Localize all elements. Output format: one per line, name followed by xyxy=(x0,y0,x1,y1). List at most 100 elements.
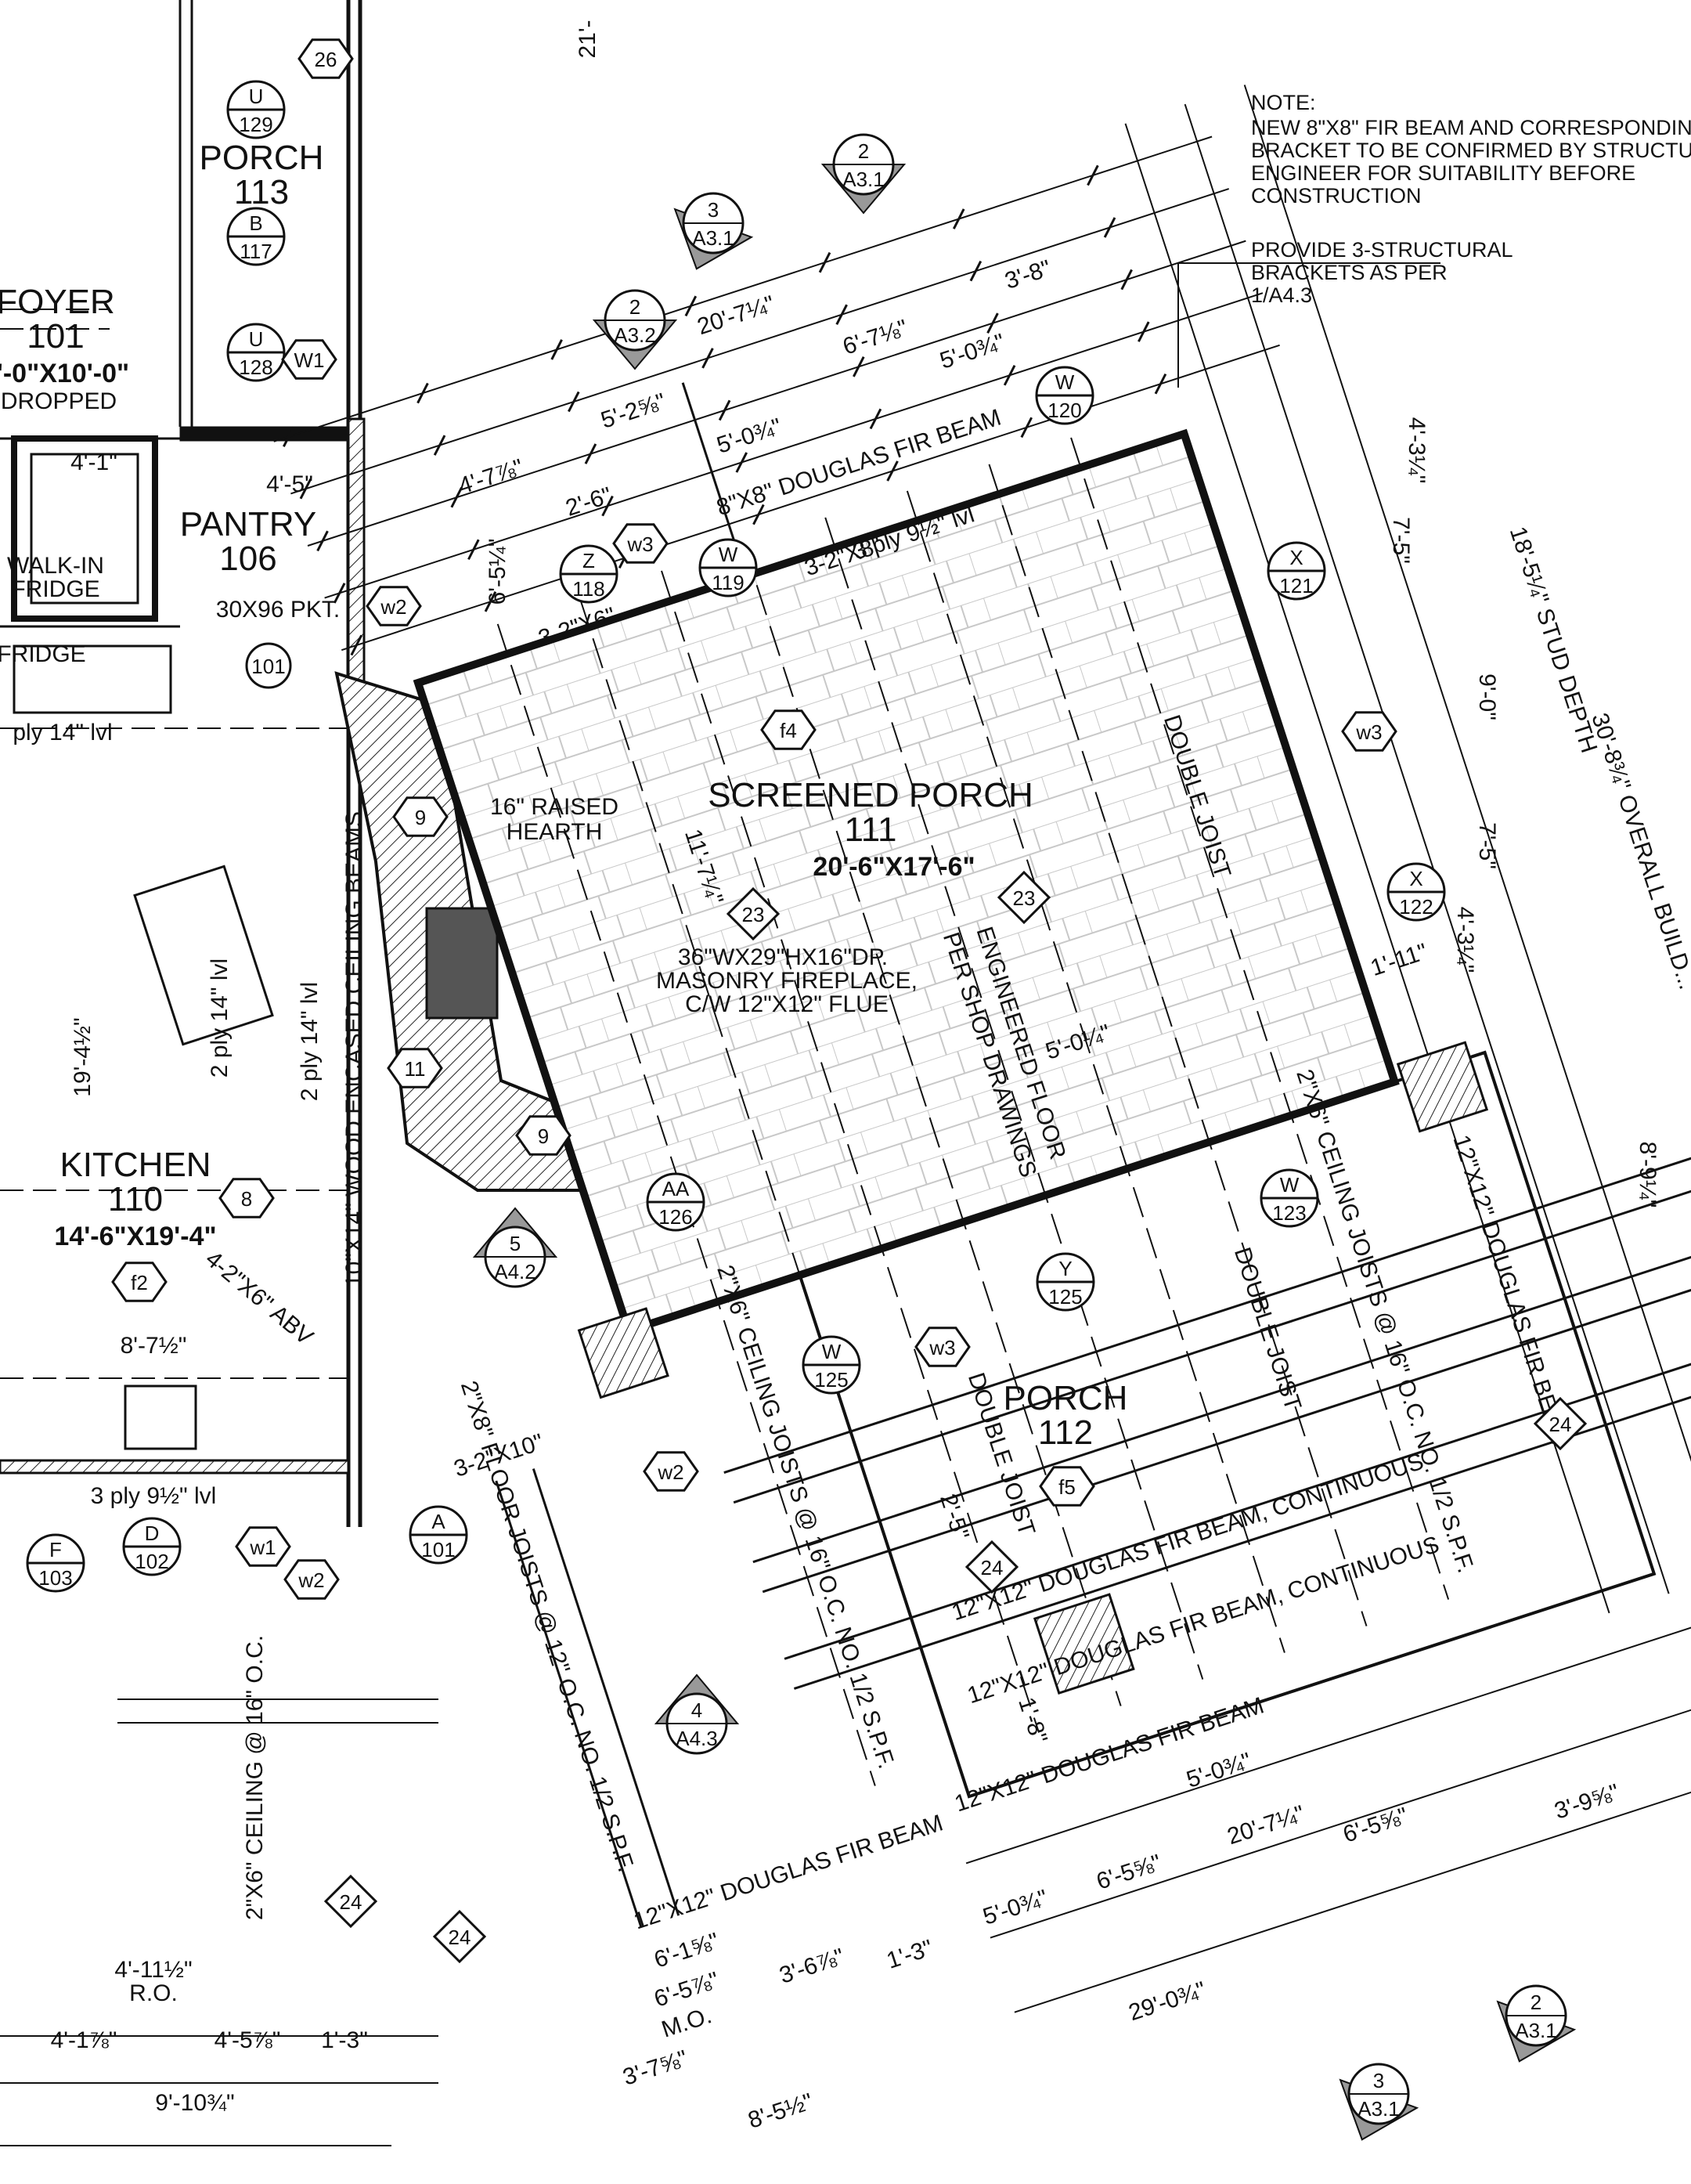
annotation: 16" RAISED xyxy=(490,794,618,820)
dimension-label: 6'-1⅝" xyxy=(651,1928,723,1973)
note-line: NEW 8"X8" FIR BEAM AND CORRESPONDING xyxy=(1251,116,1691,139)
hex-tag-label: 9 xyxy=(415,806,426,829)
hex-tag: w2 xyxy=(283,1559,340,1600)
section-marker-sheet: A3.1 xyxy=(1515,2019,1557,2042)
dimension-label: 8'-5½" xyxy=(745,2088,817,2134)
dimension-label: 20'-7¼" xyxy=(1224,1801,1308,1850)
note-line: ENGINEER FOR SUITABILITY BEFORE xyxy=(1251,161,1635,185)
hex-tag-label: 26 xyxy=(315,48,337,71)
dimension-line xyxy=(0,1698,438,2146)
door-tag-number: 125 xyxy=(1048,1285,1082,1309)
dimension-label: 1'-11" xyxy=(1368,939,1431,981)
dimension-tick xyxy=(735,452,748,473)
door-tag-number: 128 xyxy=(239,356,272,379)
section-marker-number: 4 xyxy=(691,1698,702,1722)
door-tag-letter: X xyxy=(1289,546,1303,569)
dimension-label: 7'-5" xyxy=(1474,822,1500,869)
annotation: 12"X12" DOUGLAS FIR BEAM xyxy=(1448,1132,1573,1448)
dimension-tick xyxy=(969,260,983,282)
dimension-line xyxy=(990,1683,1691,1939)
section-marker-number: 5 xyxy=(510,1232,521,1255)
annotation: 4-2"X6" ABV xyxy=(200,1246,318,1350)
hex-tag-label: w3 xyxy=(928,1336,955,1359)
room-kitchen-size: 14'-6"X19'-4" xyxy=(54,1222,216,1251)
dimension-label: 20'-7¼" xyxy=(694,291,778,341)
joist-line xyxy=(906,490,1285,1653)
section-marker-sheet: A4.2 xyxy=(494,1260,536,1283)
section-marker: 2A3.2 xyxy=(592,289,678,370)
dimension-tick xyxy=(584,443,597,464)
dimension-line xyxy=(1184,103,1670,1594)
dimension-label: 29'-0¾" xyxy=(1126,1977,1210,2027)
dimension-tick xyxy=(316,530,329,552)
room-screened-number: 111 xyxy=(845,810,897,849)
hex-tag-shape xyxy=(760,709,817,750)
dimension-line xyxy=(1014,1757,1691,2013)
walk-in-fridge-inner xyxy=(30,453,139,605)
note-title: NOTE: xyxy=(1251,91,1316,114)
annotation: 2"X6" CEILING @ 16" O.C. xyxy=(242,1635,268,1920)
room-screened-size: 20'-6"X17'-6" xyxy=(813,852,975,882)
hidden-line xyxy=(0,309,348,1379)
dimension-label: 6'-5⅝" xyxy=(1094,1850,1165,1895)
diamond-tag-label: 23 xyxy=(742,903,765,926)
diamond-tag: 24 xyxy=(1533,1396,1588,1451)
hex-tag-shape xyxy=(283,1559,340,1600)
hex-tag-shape xyxy=(392,796,449,837)
diamond-tag-shape xyxy=(726,886,781,941)
annotation: C/W 12"X12" FLUE xyxy=(685,991,889,1017)
door-tag-letter: Y xyxy=(1058,1257,1072,1280)
room-foyer-note: DROPPED xyxy=(1,388,117,414)
dimension-line xyxy=(324,292,1264,599)
dimension-tick xyxy=(1120,269,1133,291)
room-walkin-note: FRIDGE xyxy=(11,576,99,602)
dimension-label: 2'-6" xyxy=(563,482,615,522)
dimension-label: 5'-0¾" xyxy=(937,329,1008,374)
post xyxy=(1396,1041,1489,1133)
hex-tag-shape xyxy=(111,1262,168,1302)
hex-tag: 9 xyxy=(392,796,449,837)
dimension-line xyxy=(341,344,1280,652)
dimension-tick xyxy=(818,251,831,273)
door-tag-letter: W xyxy=(1055,370,1075,394)
section-marker: 2A3.1 xyxy=(1496,1984,1577,2063)
hex-tag-label: W1 xyxy=(294,348,325,372)
hex-tag-shape xyxy=(235,1526,291,1567)
section-marker-sheet: A3.1 xyxy=(1357,2097,1400,2121)
door-tag-letter: B xyxy=(249,211,262,235)
dimension-tick xyxy=(416,382,429,404)
firebox xyxy=(425,907,499,1020)
hex-tag-label: 11 xyxy=(405,1057,426,1081)
door-tag: Y 125 xyxy=(1036,1252,1095,1312)
dimension-tick xyxy=(952,208,965,229)
annotation: 18'-5¼" STUD DEPTH xyxy=(1505,524,1603,756)
door-tag-letter: U xyxy=(249,85,264,108)
dimension-label: 3'-7⅝" xyxy=(620,2045,691,2091)
door-tag-number: 126 xyxy=(658,1205,692,1229)
door-tag-number: 103 xyxy=(38,1566,72,1590)
hex-tag: w3 xyxy=(1341,711,1397,752)
door-tag-letter: W xyxy=(822,1340,842,1363)
section-marker-sheet: A3.1 xyxy=(842,168,885,191)
diamond-tag-label: 24 xyxy=(449,1926,471,1949)
sink-2 xyxy=(124,1384,197,1450)
door-tag-letter: AA xyxy=(662,1177,690,1200)
dimension-tick xyxy=(886,460,899,482)
room-fridge-name: FRIDGE xyxy=(0,641,86,667)
section-marker: 3A3.1 xyxy=(673,192,754,270)
room-kitchen-number: 110 xyxy=(108,1180,163,1218)
room-foyer-number: 101 xyxy=(27,317,84,356)
dimension-tick xyxy=(283,426,295,447)
dimension-label: 9'-10¾" xyxy=(155,2090,234,2116)
note-provide-line: PROVIDE 3-STRUCTURAL xyxy=(1251,238,1513,262)
post xyxy=(577,1307,669,1399)
annotation: 12"X12" DOUGLAS FIR BEAM xyxy=(631,1810,946,1934)
annotation: 30'-8¾" OVERALL BUILD... xyxy=(1586,710,1691,993)
hex-tag-shape xyxy=(387,1048,443,1088)
section-marker-number: 2 xyxy=(1531,1991,1541,2014)
